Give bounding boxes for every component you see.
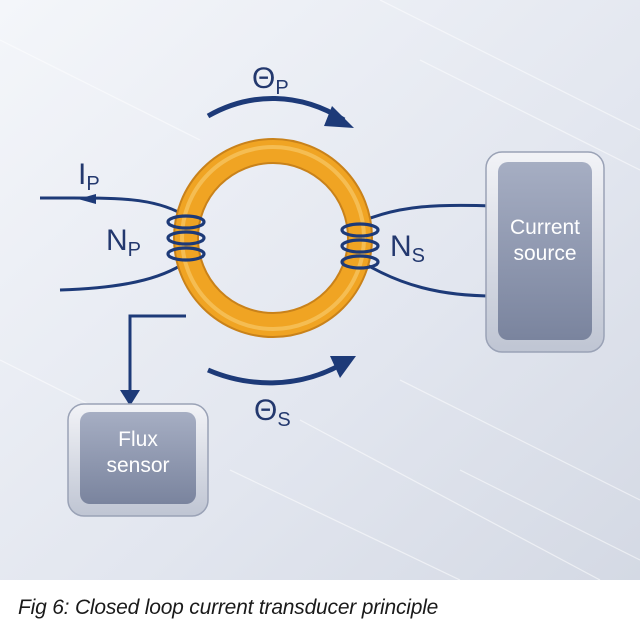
- flux-sensor-line1: Flux: [118, 428, 158, 451]
- current-source-box: Current source: [485, 151, 605, 353]
- current-source-line2: source: [513, 242, 576, 265]
- secondary-wire-top: [359, 203, 495, 224]
- transducer-diagram: ΘP ΘS IP NP NS Current source Flux senso…: [0, 0, 640, 581]
- sensor-wire-arrowhead: [120, 390, 140, 406]
- sensor-wire: [128, 314, 186, 396]
- current-source-line1: Current: [510, 216, 580, 239]
- primary-current-arrow: [78, 194, 96, 204]
- primary-flux-arrowhead: [324, 106, 354, 128]
- secondary-flux-arrow: [207, 361, 344, 386]
- secondary-wire-bottom: [361, 260, 495, 298]
- primary-current-label: IP: [78, 158, 100, 195]
- figure-caption: Fig 6: Closed loop current transducer pr…: [18, 596, 439, 619]
- secondary-winding-coil: [340, 222, 380, 270]
- primary-wire-out: [59, 260, 187, 292]
- diagram-canvas: ΘP ΘS IP NP NS Current source Flux senso…: [0, 0, 640, 581]
- secondary-flux-arrowhead: [330, 356, 356, 378]
- magnetic-core: [175, 140, 371, 336]
- secondary-turns-label: NS: [390, 230, 425, 267]
- primary-winding-coil: [166, 214, 206, 262]
- secondary-flux-label: ΘS: [254, 394, 291, 431]
- primary-flux-label: ΘP: [252, 62, 289, 99]
- flux-sensor-box: Flux sensor: [67, 403, 209, 517]
- background-streaks: [0, 0, 640, 580]
- magnetic-core-highlight: [180, 145, 366, 331]
- flux-sensor-line2: sensor: [106, 454, 169, 477]
- primary-wire-in: [39, 196, 183, 216]
- primary-turns-label: NP: [106, 224, 141, 261]
- primary-flux-arrow: [206, 96, 346, 123]
